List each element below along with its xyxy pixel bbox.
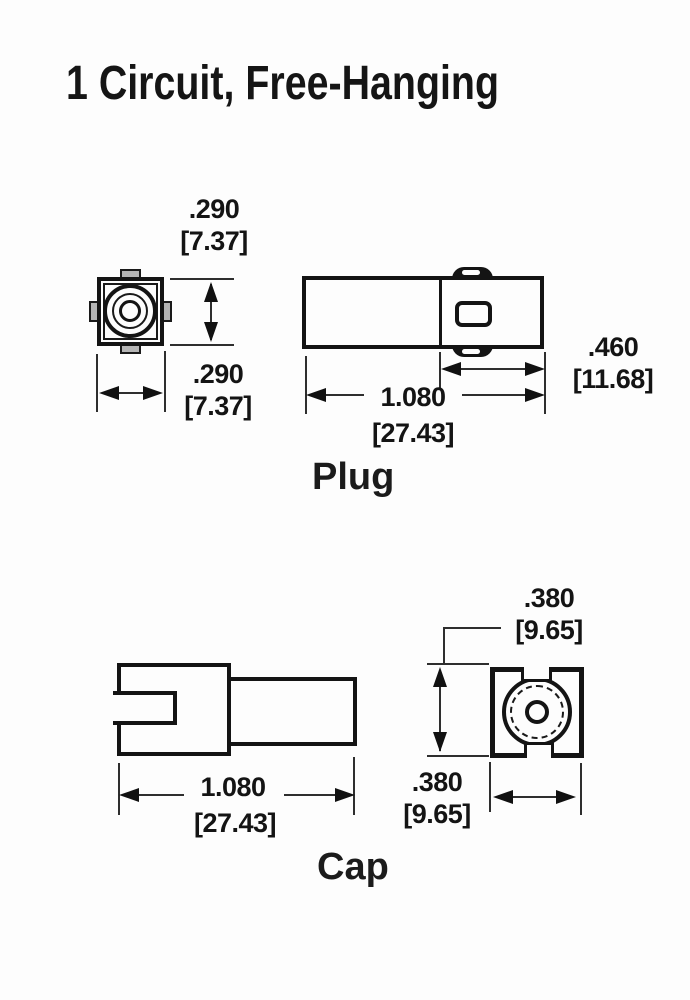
arrowhead-left-icon bbox=[99, 386, 119, 400]
dimension-cap-height: .380 [9.65] bbox=[503, 582, 595, 646]
arrowhead-right-icon bbox=[525, 362, 545, 376]
extension-line bbox=[427, 755, 489, 757]
plug-barrel-middle-circle bbox=[112, 293, 148, 329]
arrowhead-left-icon bbox=[441, 362, 461, 376]
dimension-value-mm: [9.65] bbox=[515, 615, 583, 645]
dimension-value-mm: [11.68] bbox=[572, 364, 654, 394]
latch-highlight bbox=[462, 349, 480, 354]
arrowhead-right-icon bbox=[556, 790, 576, 804]
dimension-plug-height: .290 [7.37] bbox=[168, 193, 260, 257]
dimension-value-mm: [7.37] bbox=[180, 226, 248, 256]
dimension-value-inches: .380 bbox=[411, 767, 463, 797]
extension-line bbox=[580, 763, 582, 815]
arrowhead-left-icon bbox=[119, 788, 139, 802]
dimension-plug-length-mm: [27.43] bbox=[358, 417, 468, 449]
plug-contact-circle bbox=[119, 300, 141, 322]
leader-line bbox=[443, 627, 445, 665]
dimension-line bbox=[462, 394, 534, 396]
extension-line bbox=[170, 344, 234, 346]
cap-label: Cap bbox=[317, 846, 389, 888]
extension-line bbox=[353, 757, 355, 815]
plug-latch-window bbox=[455, 301, 492, 327]
dimension-value-inches: .290 bbox=[188, 194, 240, 224]
extension-line bbox=[96, 354, 98, 412]
latch-highlight bbox=[462, 270, 480, 275]
plug-side-view bbox=[302, 276, 544, 349]
cap-side-slot bbox=[113, 691, 177, 725]
arrowhead-left-icon bbox=[306, 388, 326, 402]
arrowhead-right-icon bbox=[335, 788, 355, 802]
dimension-value-mm: [27.43] bbox=[193, 808, 277, 838]
extension-line bbox=[439, 352, 441, 390]
extension-line bbox=[170, 278, 234, 280]
dimension-value-mm: [9.65] bbox=[403, 799, 471, 829]
leader-line bbox=[443, 627, 501, 629]
dimension-line bbox=[439, 671, 441, 751]
dimension-plug-length-inches: 1.080 bbox=[366, 381, 460, 413]
arrowhead-up-icon bbox=[433, 667, 447, 687]
dimension-value-inches: .460 bbox=[587, 332, 639, 362]
arrowhead-right-icon bbox=[143, 386, 163, 400]
cap-front-keyway-bottom bbox=[524, 742, 554, 758]
extension-line bbox=[489, 762, 491, 812]
drawing-title: 1 Circuit, Free-Hanging bbox=[66, 57, 500, 110]
dimension-value-inches: 1.080 bbox=[380, 382, 446, 412]
dimension-line bbox=[104, 392, 160, 394]
cap-side-nose bbox=[229, 677, 357, 746]
plug-front-view bbox=[97, 277, 164, 346]
dimension-cap-width: .380 [9.65] bbox=[393, 766, 481, 830]
dimension-line bbox=[312, 394, 364, 396]
cap-barrel-dashed-circle bbox=[510, 685, 564, 739]
arrowhead-down-icon bbox=[433, 732, 447, 752]
cap-contact-circle bbox=[525, 700, 549, 724]
dimension-plug-width: .290 [7.37] bbox=[172, 358, 264, 422]
dimension-value-inches: .380 bbox=[523, 583, 575, 613]
dimension-value-mm: [7.37] bbox=[184, 391, 252, 421]
dimension-line bbox=[499, 796, 573, 798]
arrowhead-up-icon bbox=[204, 282, 218, 302]
plug-section-divider bbox=[439, 280, 442, 345]
arrowhead-down-icon bbox=[204, 322, 218, 342]
dimension-cap-length-inches: 1.080 bbox=[186, 771, 280, 803]
dimension-value-mm: [27.43] bbox=[371, 418, 455, 448]
dimension-line bbox=[124, 794, 184, 796]
extension-line bbox=[544, 352, 546, 414]
extension-line bbox=[427, 663, 489, 665]
dimension-line bbox=[448, 368, 538, 370]
cap-front-keyway-top bbox=[521, 667, 552, 682]
arrowhead-right-icon bbox=[525, 388, 545, 402]
arrowhead-left-icon bbox=[493, 790, 513, 804]
plug-label: Plug bbox=[312, 456, 395, 498]
dimension-plug-mating-length: .460 [11.68] bbox=[558, 331, 668, 395]
dimension-line bbox=[210, 284, 212, 340]
extension-line bbox=[305, 356, 307, 414]
dimension-value-inches: .290 bbox=[192, 359, 244, 389]
dimension-line bbox=[284, 794, 346, 796]
dimension-value-inches: 1.080 bbox=[200, 772, 266, 802]
extension-line bbox=[164, 351, 166, 412]
dimension-cap-length-mm: [27.43] bbox=[180, 807, 290, 839]
